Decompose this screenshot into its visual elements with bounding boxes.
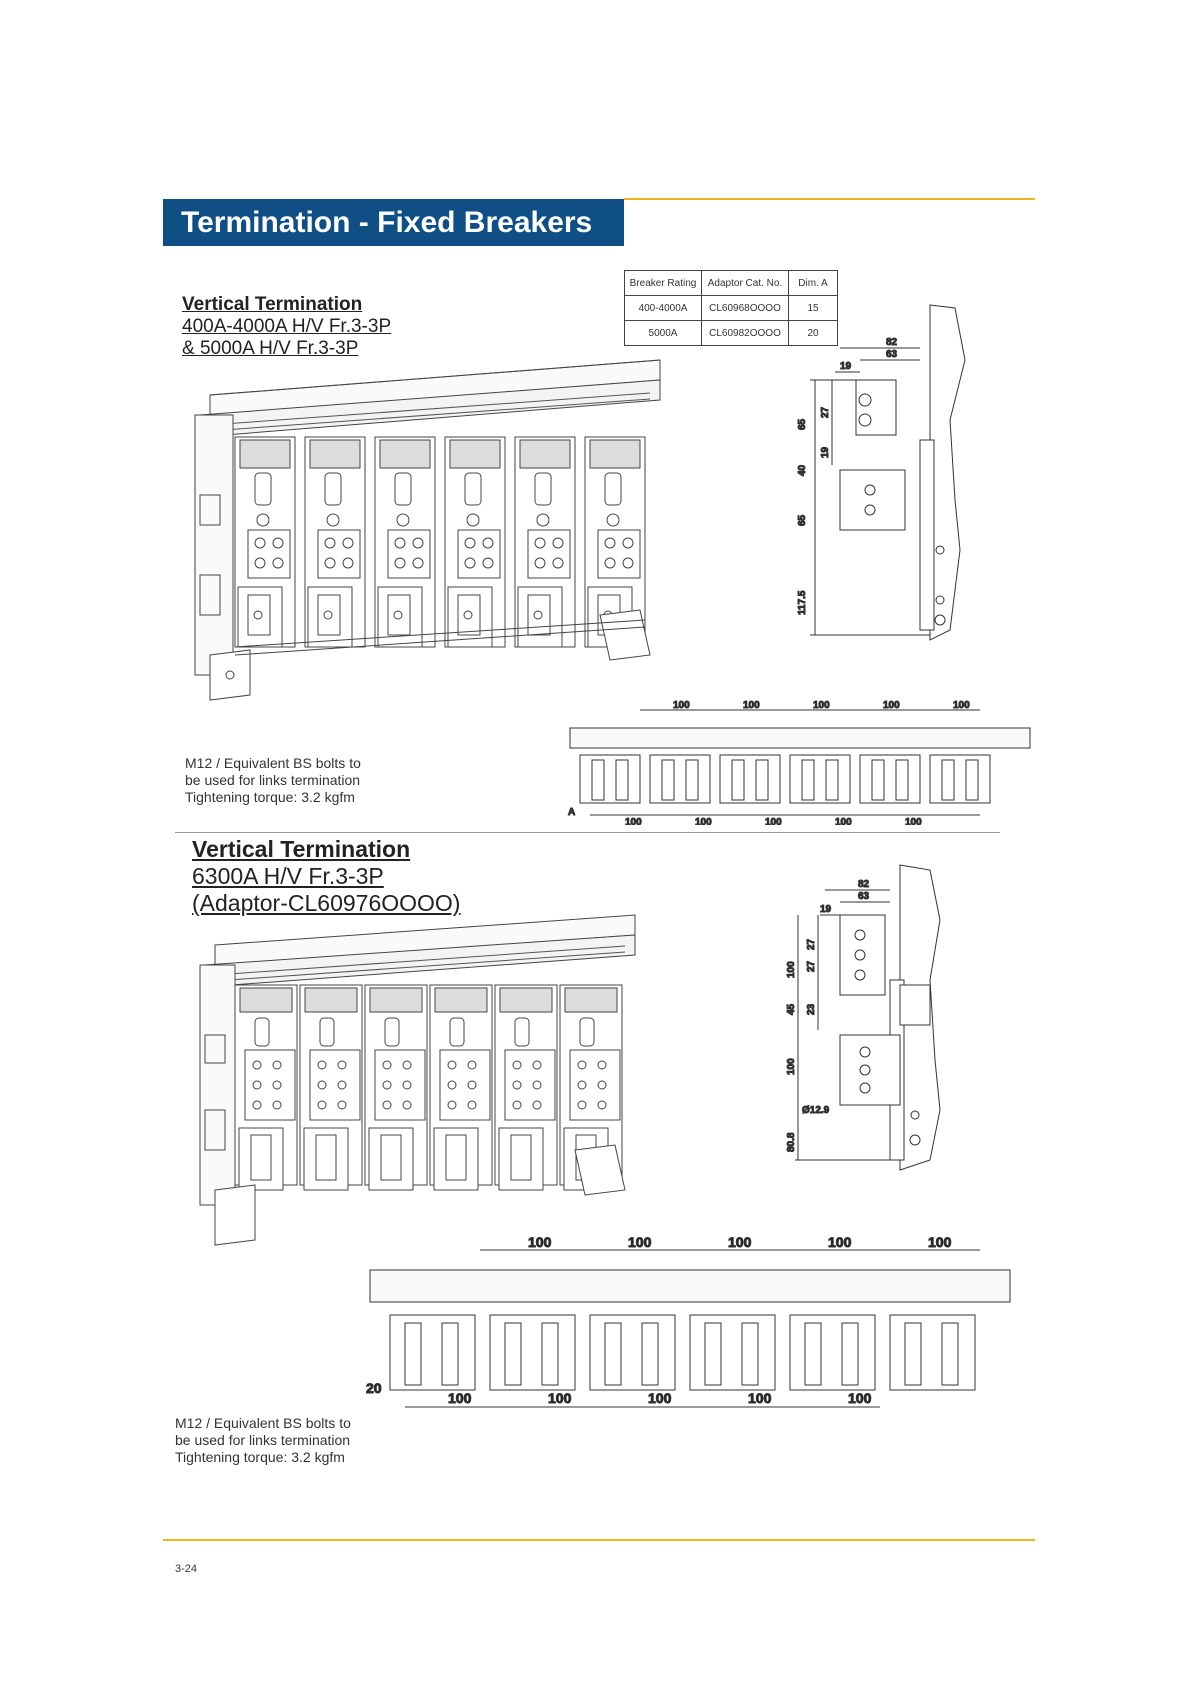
section2-line1: 6300A H/V Fr.3-3P	[192, 863, 384, 889]
spec-table: Breaker Rating Adaptor Cat. No. Dim. A 4…	[624, 270, 838, 346]
bottom-dim-label: 100	[695, 817, 712, 825]
table-cell: 5000A	[624, 320, 702, 346]
bottom-dim-label: 100	[835, 817, 852, 825]
table-row: 400-4000A CL60968OOOO 15	[624, 295, 838, 321]
dim-19-label: 19	[820, 904, 832, 915]
section1-title: Vertical Termination	[182, 294, 363, 315]
page-title: Termination - Fixed Breakers	[163, 199, 624, 246]
top-dim-label: 100	[928, 1235, 952, 1250]
table-cell: 400-4000A	[624, 295, 702, 321]
top-dim-label: 100	[528, 1235, 552, 1250]
dim-65b-label: 65	[797, 514, 808, 526]
dim-19-label: 19	[840, 361, 852, 372]
side-dimension-drawing-2: 82 63 19 100 27 27 45 23 100 80.8 Ø12.9	[786, 864, 941, 1171]
table-header-cell: Adaptor Cat. No.	[701, 270, 789, 296]
top-dim-label: 100	[628, 1235, 652, 1250]
header-rule	[624, 198, 1035, 200]
table-cell: 20	[788, 320, 838, 346]
note-line: Tightening torque: 3.2 kgfm	[185, 789, 355, 805]
front-elevation-drawing-2: 100 100 100 100 100 100 100 100 100 100 …	[366, 1235, 1011, 1408]
dim-65a-label: 65	[797, 418, 808, 430]
dim-27b-label: 27	[806, 960, 817, 972]
note-line: M12 / Equivalent BS bolts to	[175, 1415, 351, 1431]
breaker-isometric-drawing-1	[194, 359, 661, 701]
top-dim-label: 100	[828, 1235, 852, 1250]
table-cell: 15	[788, 295, 838, 321]
dim-27a-label: 27	[806, 938, 817, 950]
section1-heading: Vertical Termination 400A-4000A H/V Fr.3…	[182, 294, 391, 360]
table-header-cell: Dim. A	[788, 270, 838, 296]
section1-note: M12 / Equivalent BS bolts to be used for…	[185, 755, 361, 806]
bottom-dim-label: 100	[748, 1390, 772, 1406]
top-dim-label: 100	[883, 700, 900, 711]
top-dim-label: 100	[953, 700, 970, 711]
note-line: M12 / Equivalent BS bolts to	[185, 755, 361, 771]
top-dim-label: 100	[728, 1235, 752, 1250]
bottom-dim-label: 100	[648, 1390, 672, 1406]
section2-note: M12 / Equivalent BS bolts to be used for…	[175, 1415, 351, 1466]
dim-19b-label: 19	[820, 446, 831, 458]
dim-20-label: 20	[366, 1380, 382, 1396]
dim-80-label: 80.8	[786, 1132, 797, 1152]
bottom-dim-label: 100	[548, 1390, 572, 1406]
bottom-dim-label: 100	[448, 1390, 472, 1406]
table-header-row: Breaker Rating Adaptor Cat. No. Dim. A	[624, 270, 838, 296]
dim-63-label: 63	[886, 349, 898, 360]
footer-rule	[163, 1539, 1035, 1541]
dim-45-label: 45	[786, 1003, 797, 1015]
breaker-isometric-drawing-2	[199, 914, 636, 1246]
dim-27-label: 27	[820, 406, 831, 418]
bottom-dim-label: 100	[765, 817, 782, 825]
note-line: be used for links termination	[175, 1432, 351, 1448]
dim-82-label: 82	[858, 879, 870, 890]
top-dim-label: 100	[743, 700, 760, 711]
dim-82-label: 82	[886, 337, 898, 348]
front-elevation-drawing-1: 100 100 100 100 100 100 100 100 100 100 …	[568, 700, 1031, 825]
note-line: Tightening torque: 3.2 kgfm	[175, 1449, 345, 1465]
dim-23-label: 23	[806, 1003, 817, 1015]
dim-diameter-label: Ø12.9	[802, 1105, 830, 1116]
section2-title: Vertical Termination	[192, 836, 411, 862]
section1-line1: 400A-4000A H/V Fr.3-3P	[182, 316, 392, 337]
dim-100a-label: 100	[786, 961, 797, 978]
dim-117-label: 117.5	[797, 590, 808, 615]
section2-heading: Vertical Termination 6300A H/V Fr.3-3P (…	[192, 836, 460, 917]
page-number: 3-24	[175, 1563, 198, 1575]
section2-line2: (Adaptor-CL60976OOOO)	[192, 890, 461, 916]
note-line: be used for links termination	[185, 772, 361, 788]
top-dim-label: 100	[813, 700, 830, 711]
table-cell: CL60968OOOO	[701, 295, 789, 321]
bottom-dim-label: 100	[625, 817, 642, 825]
bottom-dim-label: 100	[905, 817, 922, 825]
section-divider	[175, 832, 1000, 833]
table-row: 5000A CL60982OOOO 20	[624, 320, 838, 346]
dim-40-label: 40	[797, 464, 808, 476]
dim-100b-label: 100	[786, 1058, 797, 1075]
dim-a-label: A	[568, 807, 575, 818]
bottom-dim-label: 100	[848, 1390, 872, 1406]
section1-line2: & 5000A H/V Fr.3-3P	[182, 338, 359, 359]
table-header-cell: Breaker Rating	[624, 270, 702, 296]
top-dim-label: 100	[673, 700, 690, 711]
side-dimension-drawing-1: 82 63 19 65 27 19 40 65 117.5	[797, 304, 966, 641]
dim-63-label: 63	[858, 891, 870, 902]
table-cell: CL60982OOOO	[701, 320, 789, 346]
